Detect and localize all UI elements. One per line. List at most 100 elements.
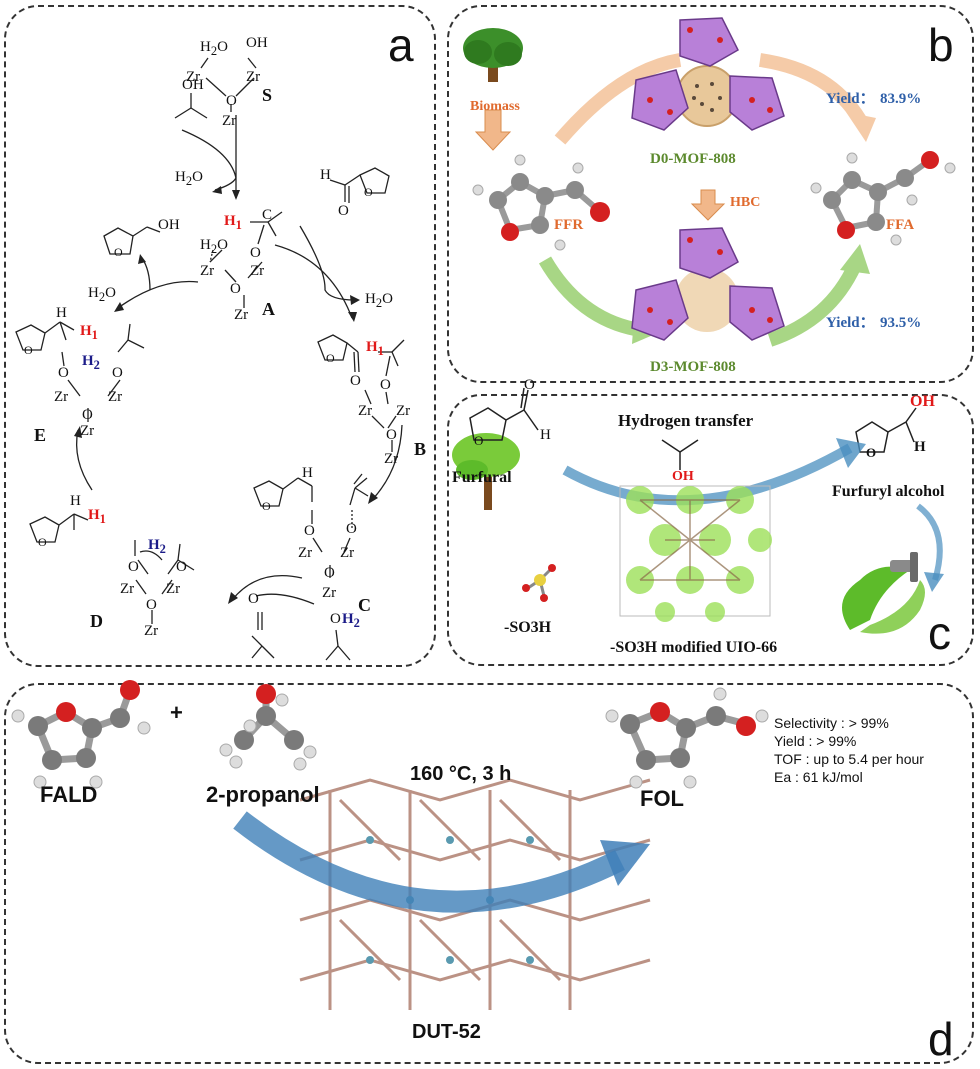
panel-d-label: d [928,1013,954,1065]
d-o-3: O [146,597,157,613]
panel-b [447,5,974,383]
ffa-h: H [914,439,926,455]
ipa2-o: O [330,611,341,627]
panel-a-label: a [388,19,414,71]
furfural-ring-o: O [364,185,373,199]
s-oh: OH [246,35,268,51]
a-c: C [262,207,273,223]
species-a: A [262,299,275,319]
so3h-label: -SO3H [504,619,552,636]
a-o-1: O [250,245,261,261]
c-zr-1: Zr [298,545,313,561]
c-o-3: O [324,565,335,581]
e-zr-1: Zr [54,389,69,405]
b-ring-o: O [326,351,335,365]
performance-stats: Selectivity : > 99% Yield : > 99% TOF : … [774,714,924,786]
d0-mof-label: D0-MOF-808 [650,151,736,167]
furfural-ring-o: O [474,433,484,448]
panel-c [447,394,974,666]
furfural-aldehyde-o: O [524,377,535,393]
ipa-oh-label: OH [672,469,694,484]
conditions-label: 160 °C, 3 h [410,763,512,785]
s-zr-1: Zr [186,69,201,85]
c-h: H [302,465,313,481]
panel-c-label: c [928,607,951,659]
d3-mof-cluster [631,227,785,341]
yield-bottom-value: 93.5% [880,315,922,331]
s-o: O [226,93,237,109]
e-o-3: O [82,407,93,423]
c-o-2: O [346,521,357,537]
stat-ea: Ea : 61 kJ/mol [774,769,863,785]
b-zr-3: Zr [384,451,399,467]
d3-mof-label: D3-MOF-808 [650,359,736,375]
c-zr-3: Zr [322,585,337,601]
furfuryl-alcohol-label: Furfuryl alcohol [832,483,945,500]
uio66-framework [619,485,772,622]
b-zr-2: Zr [396,403,411,419]
d-o-2: O [176,559,187,575]
d-h: H [70,493,81,509]
b-o-3: O [386,427,397,443]
e-o-2: O [112,365,123,381]
a-zr-1: Zr [200,263,215,279]
ipa-oh: OH [182,77,204,93]
e-h: H [56,305,67,321]
stat-selectivity: Selectivity : > 99% [774,715,889,731]
tree-icon [463,28,523,82]
c-o-1: O [304,523,315,539]
e-ring-o: O [24,343,33,357]
plus-sign: + [170,700,183,725]
acetone-o: O [248,591,259,607]
b-zr-1: Zr [358,403,373,419]
green-fuel-icon [842,552,925,634]
species-e: E [34,425,47,445]
d-zr-1: Zr [120,581,135,597]
ffa-ring-o: O [866,445,877,460]
fol-molecule [605,687,769,789]
species-c: C [358,595,371,615]
panel-a [4,5,436,667]
uio66-label: -SO3H modified UIO-66 [610,639,778,656]
species-s: S [262,85,273,105]
ffa-oh-label: OH [910,393,935,410]
fald-molecule [11,680,151,789]
biomass-label: Biomass [470,99,520,114]
so3h-molecule-icon [522,564,556,602]
s-zr-3: Zr [222,113,237,129]
a-zr-2: Zr [250,263,265,279]
furfural-tree-icon [452,433,520,510]
furfural-h: H [320,167,331,183]
fald-label: FALD [40,782,98,807]
fol-label: FOL [640,786,684,811]
a-o-2: O [230,281,241,297]
hydrogen-transfer-label: Hydrogen transfer [618,411,754,430]
species-b: B [414,439,427,459]
s-zr-2: Zr [246,69,261,85]
d0-mof-cluster [631,17,785,131]
stat-yield: Yield : > 99% [774,733,857,749]
d-zr-3: Zr [144,623,159,639]
dut52-label: DUT-52 [412,1021,481,1043]
furfural-h: H [540,427,551,443]
stat-tof: TOF : up to 5.4 per hour [774,751,924,767]
e-o-1: O [58,365,69,381]
d-o-1: O [128,559,139,575]
c-ring-o: O [262,499,271,513]
panel-d [4,683,974,1064]
yield-bottom-label: Yield： [826,315,875,331]
d-zr-2: Zr [166,581,181,597]
d-ring-o: O [38,535,47,549]
furfural-label: Furfural [452,469,512,486]
e-zr-2: Zr [108,389,123,405]
dut52-framework [299,778,651,1010]
c-zr-2: Zr [340,545,355,561]
ffa-oh: OH [158,217,180,233]
ffa-label: FFA [886,217,915,233]
furfural-o: O [338,203,349,219]
e-zr-3: Zr [80,423,95,439]
